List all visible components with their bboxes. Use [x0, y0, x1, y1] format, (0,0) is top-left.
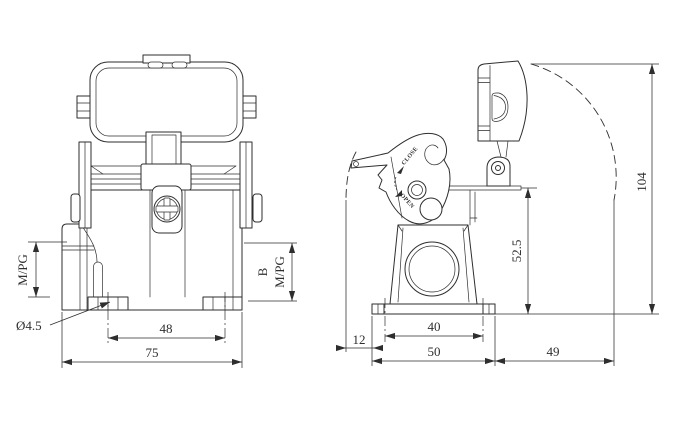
side-body	[389, 185, 522, 305]
dim-52-5-label: 52.5	[509, 240, 524, 263]
side-flange	[371, 303, 496, 315]
dim-mpg-left-label: M/PG	[15, 254, 30, 286]
side-dimensions: 52.5 104 12 40 50 49	[336, 63, 659, 366]
bail-frame	[76, 54, 257, 143]
side-view: CLOSE OPEN 52.5 104 12 40 50	[336, 60, 659, 366]
open-direction-arrow-icon	[395, 190, 402, 197]
dim-b-label: B	[255, 267, 270, 276]
dim-49-label: 49	[547, 344, 560, 359]
dim-50-label: 50	[428, 344, 441, 359]
phillips-screw-icon	[153, 195, 181, 223]
cable-entry-circle	[404, 241, 460, 297]
cover-raised	[477, 60, 528, 158]
front-dimensions: M/PG Ø4.5 48 75 B M/PG	[15, 241, 297, 368]
dim-48-label: 48	[160, 321, 173, 336]
dim-104-label: 104	[634, 172, 649, 192]
front-view: M/PG Ø4.5 48 75 B M/PG	[15, 54, 297, 368]
dim-75-label: 75	[146, 345, 159, 360]
close-direction-arrow-icon	[397, 166, 404, 174]
center-latch	[140, 131, 192, 234]
dim-hole-dia-label: Ø4.5	[16, 318, 42, 333]
dim-40-label: 40	[428, 319, 441, 334]
dim-mpg-right-label: M/PG	[272, 256, 287, 288]
hinge-bracket	[486, 156, 511, 187]
cover-swing-arc	[345, 63, 617, 366]
locking-arms	[70, 141, 263, 229]
dim-12-label: 12	[353, 332, 366, 347]
locking-lever: CLOSE OPEN	[350, 132, 451, 225]
